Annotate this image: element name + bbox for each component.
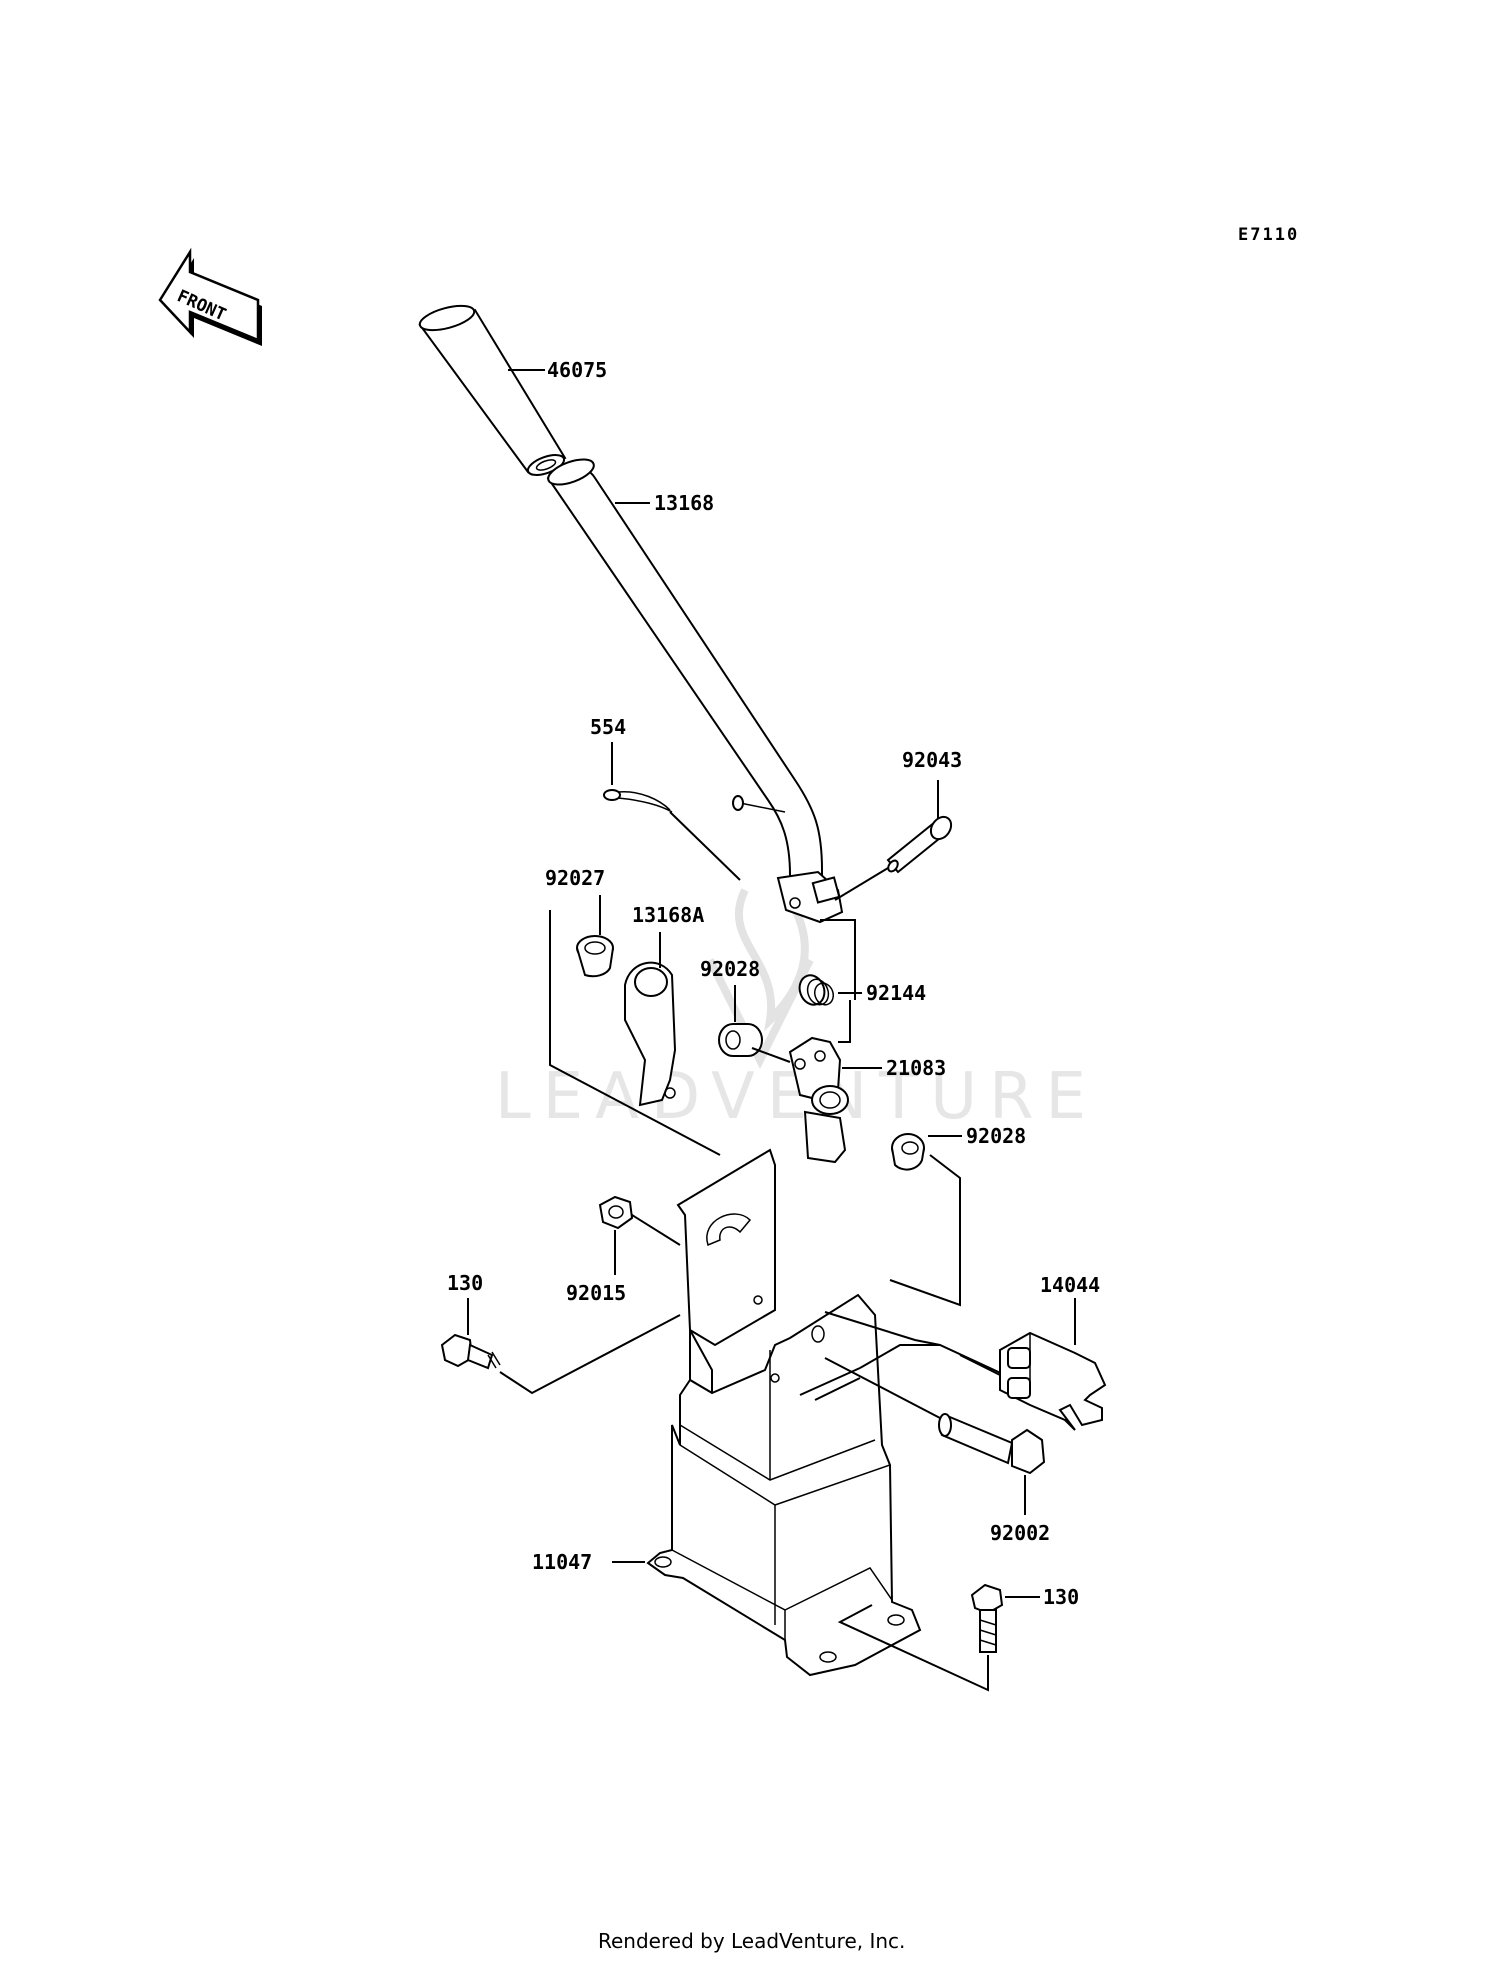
label-92002: 92002 [990, 1521, 1050, 1545]
label-92043: 92043 [902, 748, 962, 772]
bushing-92027 [576, 935, 614, 978]
grip-46075 [418, 304, 567, 476]
label-92028-lower: 92028 [966, 1124, 1026, 1148]
bushing-92028-lower [891, 1133, 925, 1171]
label-92144: 92144 [866, 981, 926, 1005]
label-130-lower: 130 [1043, 1585, 1079, 1609]
nut-92015 [598, 1195, 634, 1230]
label-13168: 13168 [654, 491, 714, 515]
label-46075: 46075 [547, 358, 607, 382]
bushing-92028-upper [718, 1023, 763, 1057]
label-92015: 92015 [566, 1281, 626, 1305]
label-11047: 11047 [532, 1550, 592, 1574]
lever-13168 [546, 458, 844, 924]
bolt-130-left [440, 1333, 501, 1370]
label-21083: 21083 [886, 1056, 946, 1080]
watermark: LEADVENTURE [495, 1060, 1098, 1134]
label-13168A: 13168A [632, 903, 704, 927]
bolt-130-lower [970, 1583, 1004, 1653]
watermark-flame-icon [706, 888, 814, 1069]
bracket-14044 [999, 1331, 1107, 1431]
label-14044: 14044 [1040, 1273, 1100, 1297]
spring-92144 [798, 974, 835, 1006]
bolt-92002 [938, 1413, 1046, 1475]
label-92028-upper: 92028 [700, 957, 760, 981]
cotter-pin-554 [603, 789, 673, 813]
label-554: 554 [590, 715, 626, 739]
arm-13168A [624, 961, 677, 1107]
label-130-left: 130 [447, 1271, 483, 1295]
footer-credit: Rendered by LeadVenture, Inc. [598, 1929, 905, 1953]
pin-92043 [886, 815, 953, 874]
front-arrow-icon: FRONT [158, 247, 262, 346]
bracket-11047 [646, 1148, 922, 1677]
bracket-21083 [788, 1036, 849, 1164]
label-92027: 92027 [545, 866, 605, 890]
diagram-code: E7110 [1238, 225, 1299, 245]
